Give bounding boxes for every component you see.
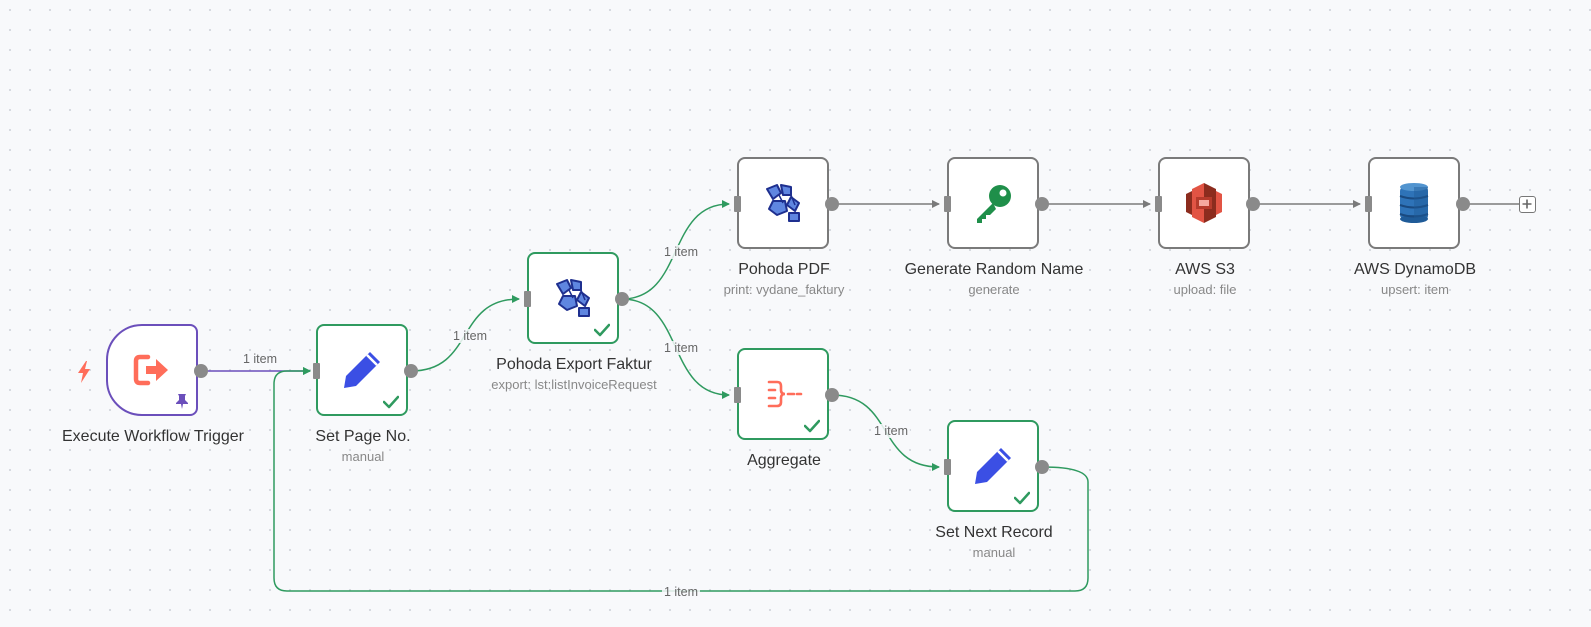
node-pohoda-pdf[interactable] (734, 157, 839, 249)
input-port[interactable] (944, 459, 951, 475)
input-port[interactable] (524, 291, 531, 307)
add-node-button[interactable] (1519, 196, 1536, 213)
output-port[interactable] (1246, 197, 1260, 211)
node-label-aws-dynamodb: AWS DynamoDB upsert: item (1295, 260, 1535, 298)
output-port[interactable] (1456, 197, 1470, 211)
node-label-aggregate: Aggregate (664, 451, 904, 470)
node-label-aws-s3: AWS S3 upload: file (1085, 260, 1325, 298)
lightning-bolt-icon (78, 361, 90, 383)
node-set-next-record[interactable] (944, 420, 1049, 512)
node-title: Aggregate (747, 452, 821, 469)
input-port[interactable] (944, 196, 951, 212)
node-label-set-next-record: Set Next Record manual (874, 523, 1114, 561)
node-aws-s3[interactable] (1155, 157, 1260, 249)
node-label-execute-workflow-trigger: Execute Workflow Trigger (33, 427, 273, 446)
output-port[interactable] (1035, 197, 1049, 211)
node-subtitle: print: vydane_faktury (723, 282, 845, 297)
node-title: Set Page No. (315, 428, 411, 445)
node-label-pohoda-export-faktur: Pohoda Export Faktur export: lst:listInv… (454, 355, 694, 393)
edge-set-next-loop[interactable] (273, 367, 1089, 592)
node-title: Generate Random Name (904, 261, 1084, 278)
node-label-set-page-no: Set Page No. manual (243, 427, 483, 465)
node-subtitle: upsert: item (1381, 282, 1449, 297)
node-aggregate[interactable] (734, 348, 839, 440)
success-check-icon (594, 323, 610, 337)
node-title: Pohoda PDF (738, 261, 830, 278)
output-port[interactable] (825, 197, 839, 211)
node-title: Execute Workflow Trigger (62, 428, 244, 445)
input-port[interactable] (734, 387, 741, 403)
success-check-icon (1014, 491, 1030, 505)
edge-label-set-page-to-export: 1 item (450, 329, 490, 343)
edge-label-trigger-to-set-page: 1 item (240, 352, 280, 366)
node-subtitle: generate (968, 282, 1020, 297)
node-title: AWS S3 (1175, 261, 1235, 278)
node-label-pohoda-pdf: Pohoda PDF print: vydane_faktury (664, 260, 904, 298)
pohoda-icon (551, 276, 595, 320)
node-subtitle: manual (341, 449, 385, 464)
sign-out-icon (130, 348, 174, 392)
edge-label-export-to-aggregate: 1 item (661, 341, 701, 355)
output-port[interactable] (1035, 460, 1049, 474)
output-port[interactable] (615, 292, 629, 306)
node-subtitle: export: lst:listInvoiceRequest (491, 377, 657, 392)
edge-label-aggregate-to-set-next: 1 item (871, 424, 911, 438)
key-icon (971, 181, 1015, 225)
success-check-icon (804, 419, 820, 433)
pencil-icon (340, 348, 384, 392)
node-aws-dynamodb[interactable] (1365, 157, 1470, 249)
node-pohoda-export-faktur[interactable] (524, 252, 629, 344)
edge-label-set-next-loop: 1 item (661, 585, 701, 599)
input-port[interactable] (313, 363, 320, 379)
plus-icon (1522, 199, 1532, 209)
output-port[interactable] (404, 364, 418, 378)
node-generate-random-name[interactable] (944, 157, 1049, 249)
node-execute-workflow-trigger[interactable] (106, 324, 208, 416)
node-set-page-no[interactable] (313, 324, 418, 416)
node-subtitle: manual (972, 545, 1016, 560)
node-subtitle: upload: file (1173, 282, 1237, 297)
edge-label-export-to-pdf: 1 item (661, 245, 701, 259)
aws-dynamodb-icon (1392, 181, 1436, 225)
success-check-icon (383, 395, 399, 409)
output-port[interactable] (194, 364, 208, 378)
node-title: AWS DynamoDB (1353, 261, 1477, 278)
node-title: Pohoda Export Faktur (496, 356, 652, 373)
aggregate-icon (761, 372, 805, 416)
input-port[interactable] (1365, 196, 1372, 212)
pencil-icon (971, 444, 1015, 488)
input-port[interactable] (1155, 196, 1162, 212)
input-port[interactable] (734, 196, 741, 212)
pin-icon[interactable] (175, 393, 189, 409)
pohoda-icon (761, 181, 805, 225)
aws-s3-icon (1182, 181, 1226, 225)
output-port[interactable] (825, 388, 839, 402)
node-title: Set Next Record (935, 524, 1053, 541)
node-label-generate-random-name: Generate Random Name generate (874, 260, 1114, 298)
